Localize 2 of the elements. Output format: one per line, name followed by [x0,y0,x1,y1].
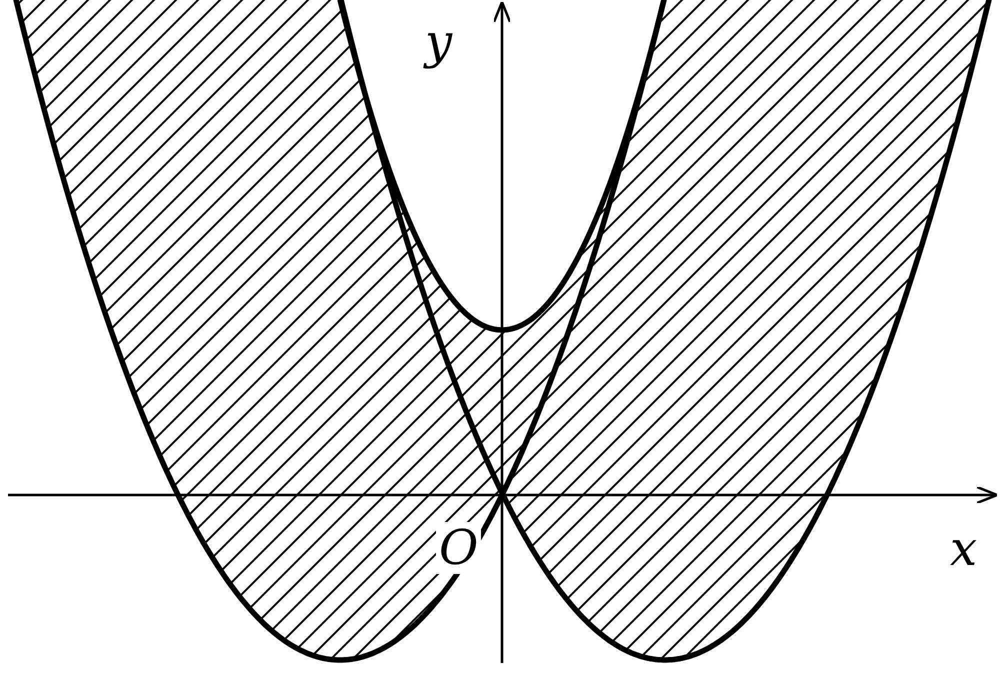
axis-label: x [950,525,978,573]
origin-label: O [436,522,482,574]
